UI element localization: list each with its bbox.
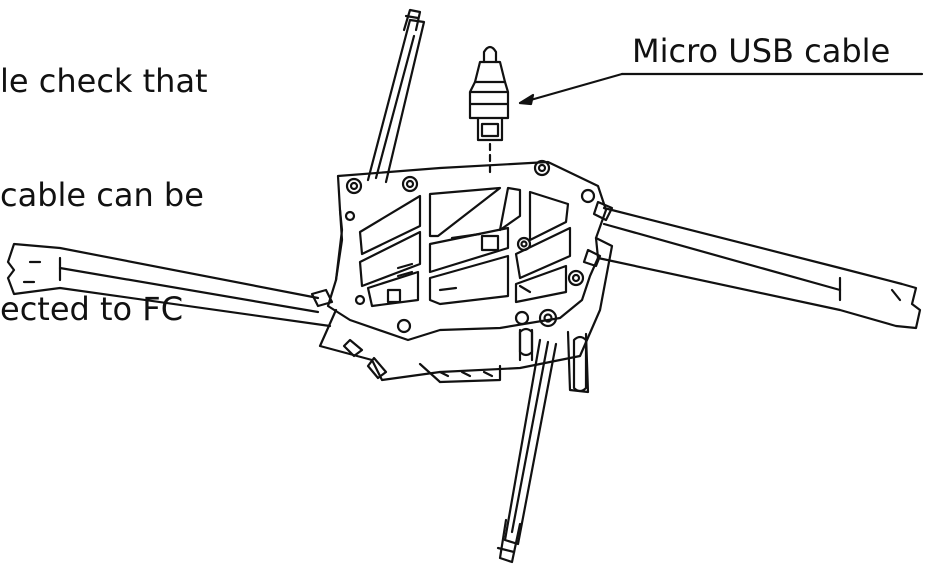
instruction-note: le check that cable can be ected to FC [0,0,208,366]
instruction-line-2: cable can be [0,176,204,214]
arm-hinges [310,200,614,380]
arm-left [6,242,332,328]
callout-leader [518,72,924,106]
standoffs [518,327,588,393]
arm-top [366,8,426,184]
micro-usb-cable-icon [468,45,510,178]
top-plate [326,159,608,342]
instruction-line-1: le check that [0,62,208,100]
arm-right [596,206,922,330]
micro-usb-cable-label: Micro USB cable [632,32,891,70]
arm-bottom [496,338,558,564]
plate-cutouts [358,186,572,308]
